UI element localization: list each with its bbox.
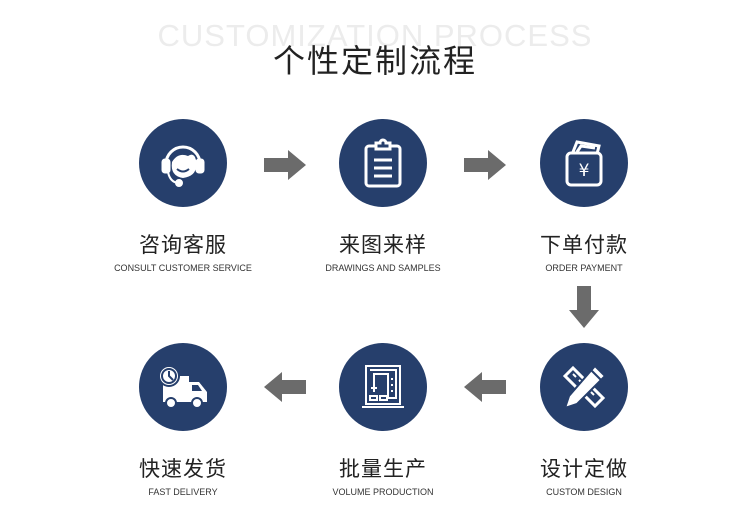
clipboard-icon (339, 119, 427, 207)
step-drawings: 来图来样 DRAWINGS AND SAMPLES (283, 119, 483, 273)
arrow-left-icon (264, 372, 306, 402)
arrow-left-icon (464, 372, 506, 402)
wallet-yuan-icon: ¥ (540, 119, 628, 207)
step-label-cn: 设计定做 (540, 457, 628, 481)
step-volume-production: 批量生产 VOLUME PRODUCTION (283, 343, 483, 497)
step-label-en: DRAWINGS AND SAMPLES (325, 263, 441, 273)
step-label-en: VOLUME PRODUCTION (332, 487, 434, 497)
step-label-cn: 批量生产 (339, 457, 427, 481)
step-label-cn: 快速发货 (139, 457, 227, 481)
arrow-right-icon (264, 150, 306, 180)
watermark-title: CUSTOMIZATION PROCESS (157, 18, 593, 53)
svg-text:¥: ¥ (579, 161, 590, 181)
headset-icon (139, 119, 227, 207)
delivery-truck-icon (139, 343, 227, 431)
step-label-en: FAST DELIVERY (148, 487, 218, 497)
step-label-cn: 来图来样 (339, 233, 427, 257)
step-label-cn: 咨询客服 (139, 233, 227, 257)
page-title: 个性定制流程 (272, 42, 477, 80)
arrow-down-icon (569, 286, 599, 328)
step-label-en: ORDER PAYMENT (545, 263, 623, 273)
step-label-en: CUSTOM DESIGN (546, 487, 622, 497)
step-fast-delivery: 快速发货 FAST DELIVERY (83, 343, 283, 497)
step-label-cn: 下单付款 (540, 233, 628, 257)
machine-icon (339, 343, 427, 431)
arrow-right-icon (464, 150, 506, 180)
step-custom-design: 设计定做 CUSTOM DESIGN (484, 343, 684, 497)
step-label-en: CONSULT CUSTOMER SERVICE (114, 263, 252, 273)
step-consult: 咨询客服 CONSULT CUSTOMER SERVICE (83, 119, 283, 273)
step-order-payment: ¥ 下单付款 ORDER PAYMENT (484, 119, 684, 273)
pencil-ruler-icon (540, 343, 628, 431)
